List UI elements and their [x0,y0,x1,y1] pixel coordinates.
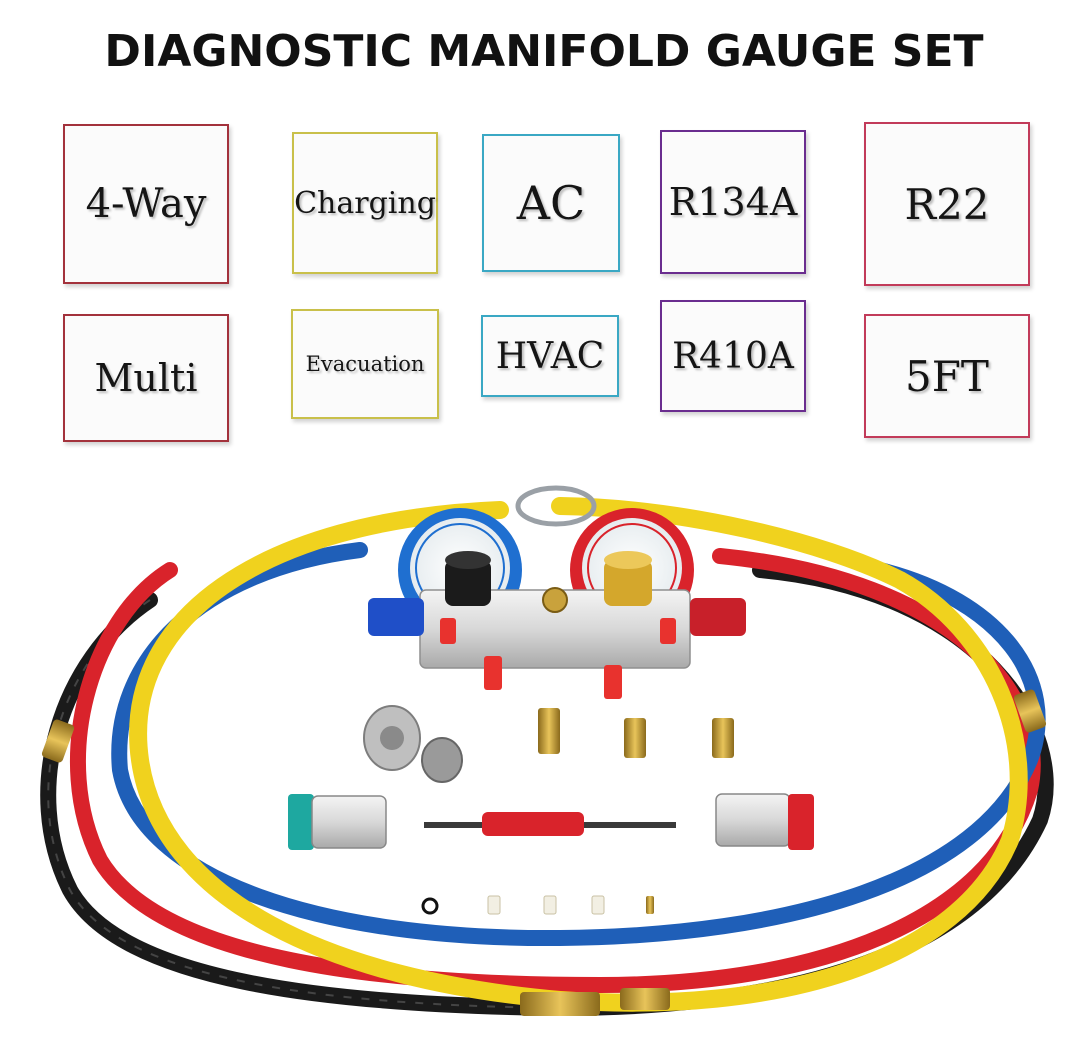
valve-core-tool [424,812,676,836]
tag-r22: R22 [864,122,1030,286]
yellow-hose [129,497,1028,1012]
valve-core [591,895,605,915]
port-cap [440,618,456,644]
hanging-ring [515,485,597,527]
hose-fitting [1013,689,1047,733]
hose-fitting [41,719,75,763]
port-cap [660,618,676,644]
valve-core [543,895,557,915]
low-side-valve-knob [445,551,491,606]
hose-fitting [520,992,600,1016]
page-title: DIAGNOSTIC MANIFOLD GAUGE SET [104,26,984,77]
o-ring [421,897,439,915]
port-cap [604,665,622,699]
high-side-cap [690,598,746,636]
high-side-valve-knob [604,551,652,606]
tag-hvac: HVAC [481,315,619,397]
tag-label: Evacuation [305,352,425,376]
high-side-quick-coupler [715,793,814,850]
can-tap-valve [363,705,463,783]
tag-label: 5FT [905,351,989,401]
hose-fitting [620,988,670,1010]
tag-r134a: R134A [660,130,806,274]
low-side-cap [368,598,424,636]
tag-label: HVAC [495,335,605,377]
tag-multi: Multi [63,314,229,442]
tag-label: R134A [668,180,798,224]
low-side-quick-coupler [288,794,387,850]
tag-ac: AC [482,134,620,272]
tag-evacuation: Evacuation [291,309,439,419]
brass-adapter [712,718,734,758]
valve-core [646,896,654,914]
tag-label: R22 [904,179,990,229]
tag-label: 4-Way [85,181,207,227]
product-photo [40,485,1054,1017]
tag-charging: Charging [292,132,438,274]
brass-adapter [624,718,646,758]
manifold-body [419,587,691,669]
tag-label: Multi [94,356,198,400]
tag-label: Charging [294,185,436,221]
tag-label: R410A [672,335,794,377]
tag-label: AC [516,176,586,230]
port-cap [484,656,502,690]
brass-adapter [538,708,560,754]
tag-4-way: 4-Way [63,124,229,284]
tag-r410a: R410A [660,300,806,412]
tag-5ft: 5FT [864,314,1030,438]
valve-core [487,895,501,915]
